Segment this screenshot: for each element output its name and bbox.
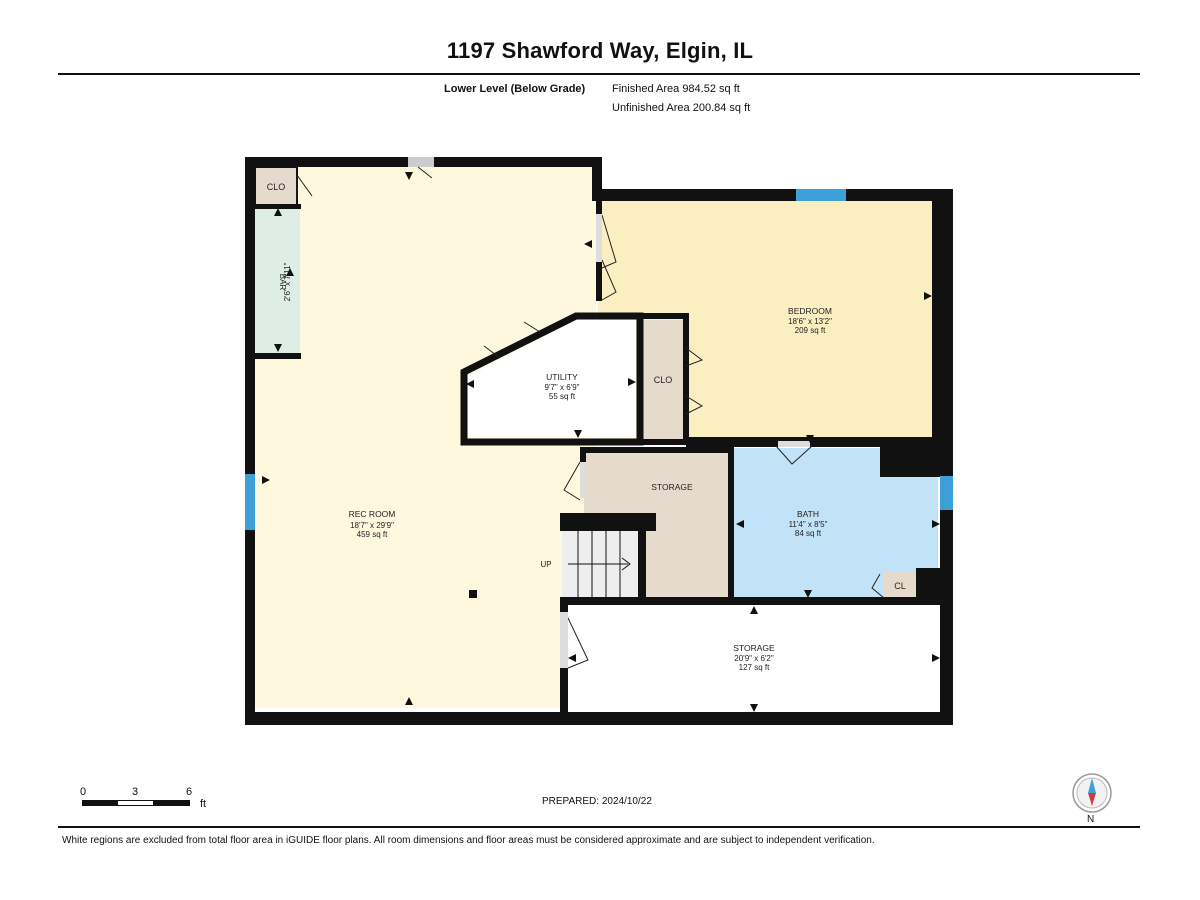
level-label: Lower Level (Below Grade) <box>444 83 586 95</box>
compass: N <box>1071 772 1113 826</box>
window-left-rec <box>245 474 255 530</box>
window-right-bath <box>940 476 953 510</box>
clo-mid-walls <box>637 313 689 445</box>
header-divider <box>58 73 1140 75</box>
window-top-bedroom <box>796 189 846 201</box>
disclaimer: White regions are excluded from total fl… <box>62 835 875 846</box>
scale-bar: 0 3 6 ft <box>80 786 220 816</box>
rec-room-dims: 18'7" x 29'9" <box>350 521 394 530</box>
bath-dims: 11'4" x 8'5" <box>789 520 828 529</box>
stairs-up-label: UP <box>540 560 551 569</box>
window-top-rec <box>408 157 434 167</box>
clo-top-label: CLO <box>267 182 286 192</box>
bar-dims: 2'6" x 7'11" <box>283 262 292 301</box>
rec-room-label: REC ROOM <box>349 509 396 519</box>
bar-floor <box>252 204 300 356</box>
bar-label: BAR <box>278 274 287 291</box>
storage-large-dims: 20'9" x 6'2" <box>734 654 774 663</box>
footer-divider <box>58 826 1140 828</box>
utility-label: UTILITY <box>546 372 578 382</box>
prepared-date: PREPARED: 2024/10/22 <box>542 796 652 807</box>
address-title: 1197 Shawford Way, Elgin, IL <box>446 38 754 63</box>
bedroom-area: 209 sq ft <box>795 326 826 335</box>
scale-tick-0: 0 <box>80 786 87 798</box>
cl-floor <box>884 572 916 600</box>
storage-large-floor <box>566 604 940 712</box>
finished-area: Finished Area 984.52 sq ft <box>612 83 740 95</box>
stairs <box>568 531 631 597</box>
door-swings <box>296 166 885 669</box>
scale-unit: ft <box>200 798 207 810</box>
scale-bar-graphic <box>82 800 190 806</box>
clo-mid-floor <box>642 320 684 442</box>
bedroom-dims: 18'6" x 13'2" <box>788 317 832 326</box>
utility-floor <box>468 320 636 438</box>
rec-room-area: 459 sq ft <box>357 530 388 539</box>
storage-large-area: 127 sq ft <box>739 663 770 672</box>
scale-tick-6: 6 <box>186 786 193 798</box>
cl-label: CL <box>894 581 906 591</box>
compass-icon <box>1072 773 1112 813</box>
utility-dims: 9'7" x 6'9" <box>545 383 580 392</box>
scale-tick-3: 3 <box>132 786 139 798</box>
unfinished-area: Unfinished Area 200.84 sq ft <box>612 102 751 114</box>
bedroom-label: BEDROOM <box>788 306 832 316</box>
bath-label: BATH <box>797 509 819 519</box>
compass-north-label: N <box>1087 814 1095 825</box>
storage-large-label: STORAGE <box>733 643 775 653</box>
dimension-arrows <box>262 172 940 712</box>
utility-area: 55 sq ft <box>549 392 576 401</box>
clo-top-floor <box>252 168 298 204</box>
bath-area: 84 sq ft <box>795 529 822 538</box>
storage-small-label: STORAGE <box>651 482 693 492</box>
door-leaves <box>560 214 810 668</box>
clo-mid-label: CLO <box>654 375 673 385</box>
